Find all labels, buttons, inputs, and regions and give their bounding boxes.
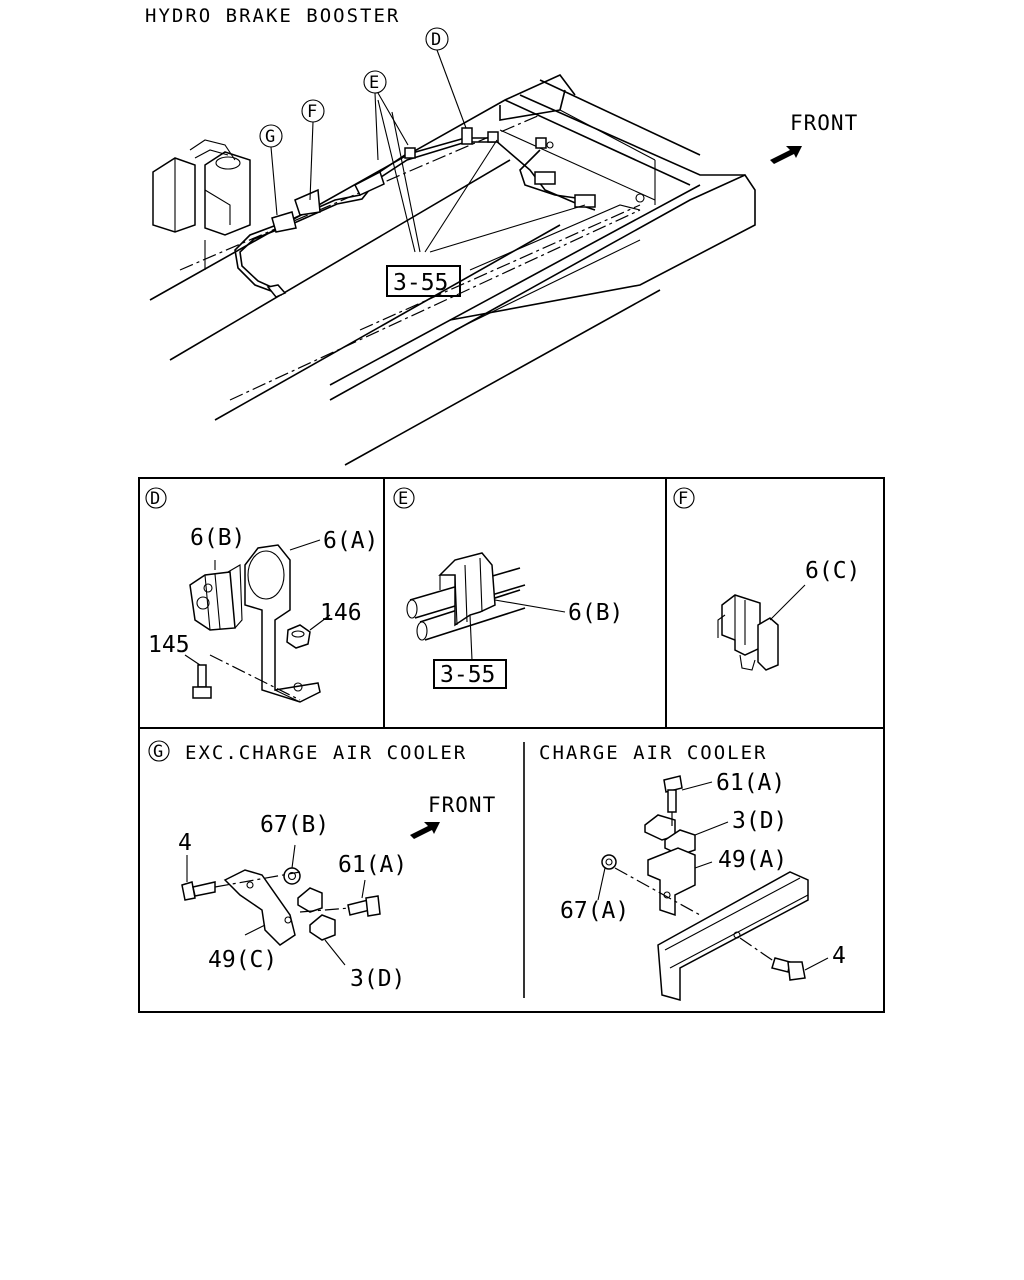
main-ref-box: [386, 265, 461, 297]
svg-text:G: G: [265, 127, 275, 147]
label-gr-67a: 67(A): [560, 898, 629, 924]
label-g-67b: 67(B): [260, 812, 329, 838]
label-g-3d: 3(D): [350, 966, 405, 992]
callout-e: E: [363, 70, 409, 161]
panel-d: D 6(B) 6: [145, 487, 378, 703]
label-d-145: 145: [148, 632, 190, 658]
ref-leaders: [377, 99, 586, 253]
panel-e: E 3-55 6(B): [393, 487, 623, 689]
panel-e-letter: E: [398, 489, 408, 509]
label-gr-4: 4: [832, 943, 846, 969]
frame-rail-section: [657, 871, 809, 1001]
bolt-61a-left: [347, 895, 381, 917]
panel-e-ref-box: [433, 659, 507, 689]
frame-rails: [149, 74, 756, 466]
callout-g: G: [259, 124, 283, 216]
main-ref-label: 3-55: [393, 270, 448, 296]
panel-f-letter: F: [678, 489, 688, 509]
label-d-6b: 6(B): [190, 525, 245, 551]
callout-f: F: [301, 99, 325, 201]
nut-146: [286, 614, 331, 649]
clip-6c: [717, 594, 779, 671]
bolt-61a-right: [663, 775, 683, 813]
diagram-title: HYDRO BRAKE BOOSTER: [145, 5, 400, 27]
front-label-g: FRONT: [428, 793, 496, 817]
panel-g-left: G EXC.CHARGE AIR COOLER FRONT: [148, 740, 496, 992]
booster-unit: [152, 139, 251, 270]
panel-g-left-title: EXC.CHARGE AIR COOLER: [185, 742, 467, 764]
svg-text:F: F: [307, 102, 317, 122]
front-arrow-g: FRONT: [410, 793, 496, 839]
clamp-3d-left: [297, 887, 336, 941]
detail-frames: [138, 477, 885, 1013]
panel-g-letter: G: [153, 742, 163, 762]
nut-67a: [601, 854, 617, 870]
label-g-49c: 49(C): [208, 947, 277, 973]
label-gr-3d: 3(D): [732, 808, 787, 834]
front-arrow-main: FRONT: [770, 111, 858, 164]
main-assembly-view: D E F G 3-55 FRONT: [149, 27, 858, 466]
front-label-main: FRONT: [790, 111, 858, 135]
callout-d: D: [425, 27, 467, 129]
label-g-4: 4: [178, 830, 192, 856]
svg-text:E: E: [369, 73, 379, 93]
bolt-4-left: [181, 855, 216, 901]
label-g-61a: 61(A): [338, 852, 407, 878]
label-e-6b: 6(B): [568, 600, 623, 626]
label-f-6c: 6(C): [805, 558, 860, 584]
bolt-4-right: [771, 957, 806, 981]
clamp-e-6b: [438, 552, 496, 627]
nut-67b: [283, 867, 301, 885]
label-d-146: 146: [320, 600, 362, 626]
bracket-6a: [244, 544, 321, 703]
bracket-49a: [647, 847, 696, 917]
panel-g-right: CHARGE AIR COOLER 61(A) 3(D): [539, 742, 846, 1001]
svg-text:D: D: [431, 30, 441, 50]
brake-pipe: [234, 127, 596, 298]
panel-e-ref-label: 3-55: [440, 662, 495, 688]
label-gr-61a: 61(A): [716, 770, 785, 796]
label-d-6a: 6(A): [323, 528, 378, 554]
clamp-6b: [189, 564, 243, 631]
panel-g-right-title: CHARGE AIR COOLER: [539, 742, 767, 764]
label-gr-49a: 49(A): [718, 847, 787, 873]
clamp-3d-right: [644, 814, 696, 856]
bolt-145: [184, 654, 212, 699]
panel-f: F 6(C): [673, 487, 860, 671]
bracket-49c: [223, 869, 296, 946]
panel-d-letter: D: [150, 489, 160, 509]
